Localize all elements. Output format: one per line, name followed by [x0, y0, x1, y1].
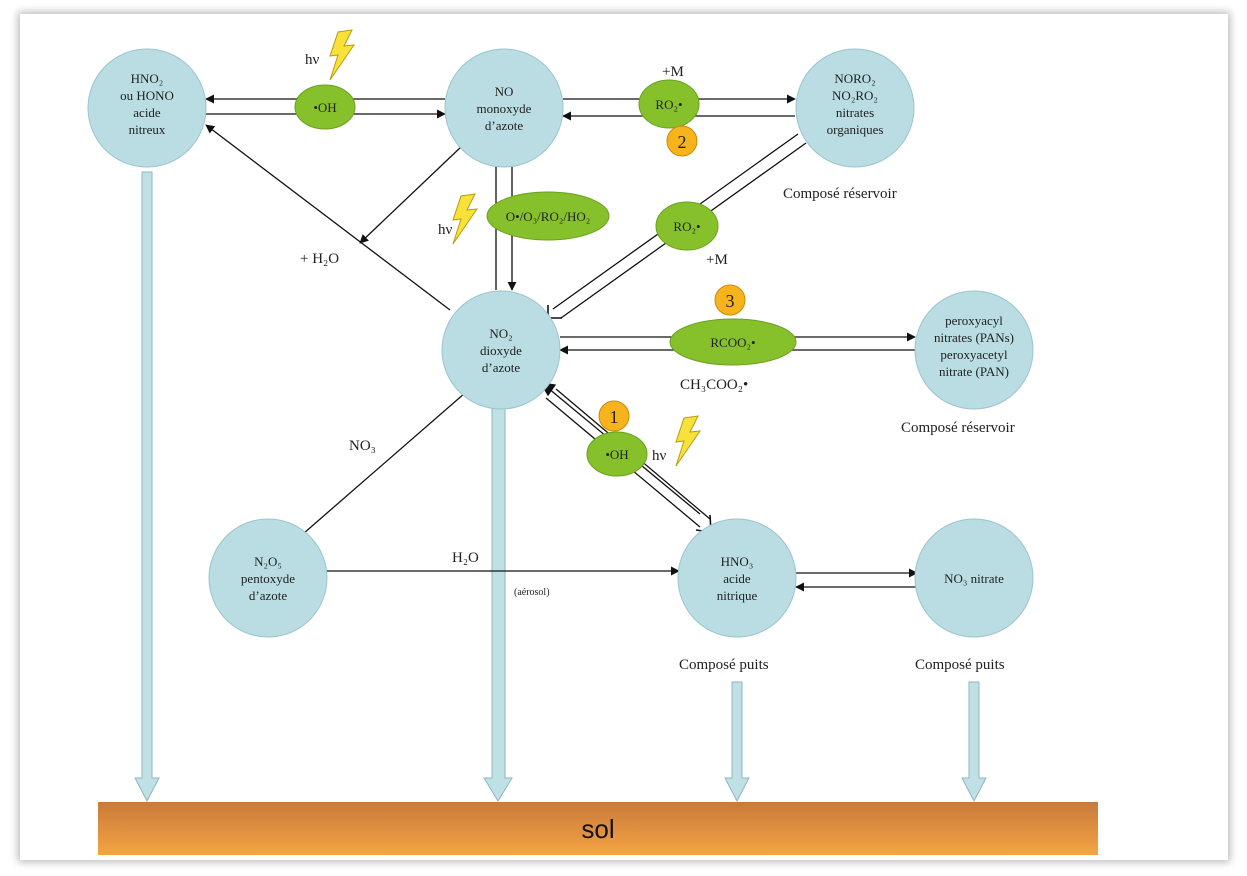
reagent-rcoo2-label: RCOO₂•: [710, 335, 755, 350]
noro2-line-1: NORO₂: [834, 71, 875, 86]
node-no: [444, 48, 564, 168]
node-no2: [441, 290, 561, 410]
puits-label-2: Composé puits: [915, 657, 1005, 673]
node-no3: [914, 518, 1034, 638]
hno2-line-1: HNO₂: [131, 71, 164, 86]
badge-2-label: 2: [678, 132, 687, 152]
ch3coo2-label: CH₃COO₂•: [680, 377, 748, 393]
no2-line-3: d’azote: [482, 360, 520, 375]
reagent-ro2-top-label: RO₂•: [655, 97, 682, 112]
lightning-icon: [452, 193, 479, 245]
no3-line-1: NO₃ nitrate: [944, 571, 1004, 586]
reservoir-label-2: Composé réservoir: [901, 420, 1015, 436]
reagent-oh-top-label: •OH: [313, 100, 336, 115]
badge-3: [714, 284, 746, 316]
deposition-arrows: [134, 171, 987, 803]
node-pan: [914, 290, 1034, 410]
reaction-arrows: [205, 94, 918, 592]
badge-3-label: 3: [726, 291, 735, 311]
plus-m-top: +M: [662, 64, 684, 80]
deposition-arrow-no3: [961, 681, 987, 803]
node-hno3: [677, 518, 797, 638]
node-noro2: [795, 48, 915, 168]
reagent-shapes: [294, 79, 797, 477]
badge-2: [666, 125, 698, 157]
reagent-ro2-top: [638, 79, 700, 129]
badge-1: [598, 400, 630, 432]
deposition-arrow-hno3: [724, 681, 750, 803]
pan-line-2: nitrates (PANs): [934, 330, 1014, 345]
pan-line-1: peroxyacyl: [945, 313, 1003, 328]
no-line-3: d’azote: [485, 118, 523, 133]
no3-label: NO₃: [349, 438, 376, 454]
reagent-ro2-mid: [655, 201, 719, 251]
hno3-line-2: acide: [723, 571, 751, 586]
noro2-line-2: NO₂RO₂: [832, 88, 878, 103]
noro2-line-3: nitrates: [836, 105, 874, 120]
hno3-line-3: nitrique: [717, 588, 758, 603]
reservoir-label-1: Composé réservoir: [783, 186, 897, 202]
deposition-arrow-hno2: [134, 171, 160, 803]
hno2-line-4: nitreux: [129, 122, 166, 137]
reagent-ro2-mid-label: RO₂•: [673, 219, 700, 234]
badges: [598, 125, 746, 432]
lightning-icons: [329, 29, 702, 467]
reagent-oh-bottom: [586, 431, 648, 477]
reagent-oh-bottom-label: •OH: [605, 447, 628, 462]
deposition-arrow-no2: [483, 407, 513, 802]
reagent-oh-top: [294, 84, 356, 130]
no2-line-2: dioxyde: [480, 343, 522, 358]
soil-label: sol: [581, 814, 614, 844]
n2o5-line-3: d’azote: [249, 588, 287, 603]
species-nodes: [87, 48, 1034, 638]
hv-label-bottom: hν: [652, 448, 667, 464]
pan-line-4: nitrate (PAN): [939, 364, 1009, 379]
lightning-icon: [675, 415, 702, 467]
badge-1-label: 1: [610, 407, 619, 427]
lightning-icon: [329, 29, 356, 81]
reagent-rcoo2: [669, 318, 797, 366]
hv-label-top: hν: [305, 52, 320, 68]
h2o-label: H₂O: [452, 550, 479, 566]
no-line-1: NO: [495, 84, 514, 99]
no-line-2: monoxyde: [477, 101, 532, 116]
node-n2o5: [208, 518, 328, 638]
puits-label-1: Composé puits: [679, 657, 769, 673]
reagent-oxidants: [486, 191, 610, 241]
node-hno2: [87, 48, 207, 168]
hv-label-mid: hν: [438, 222, 453, 238]
n2o5-line-1: N₂O₅: [254, 554, 282, 569]
hno2-line-2: ou HONO: [120, 88, 174, 103]
noro2-line-4: organiques: [827, 122, 884, 137]
n2o5-line-2: pentoxyde: [241, 571, 295, 586]
plus-h2o-label: + H₂O: [300, 251, 339, 267]
soil-band: [98, 802, 1098, 855]
hno2-line-3: acide: [133, 105, 161, 120]
reagent-oxidants-label: O•/O₃/RO₂/HO₂: [506, 209, 591, 224]
hno3-line-1: HNO₃: [721, 554, 754, 569]
plus-m-mid: +M: [706, 252, 728, 268]
no2-line-1: NO₂: [489, 326, 512, 341]
aerosol-label: (aérosol): [514, 587, 550, 598]
pan-line-3: peroxyacetyl: [940, 347, 1008, 362]
